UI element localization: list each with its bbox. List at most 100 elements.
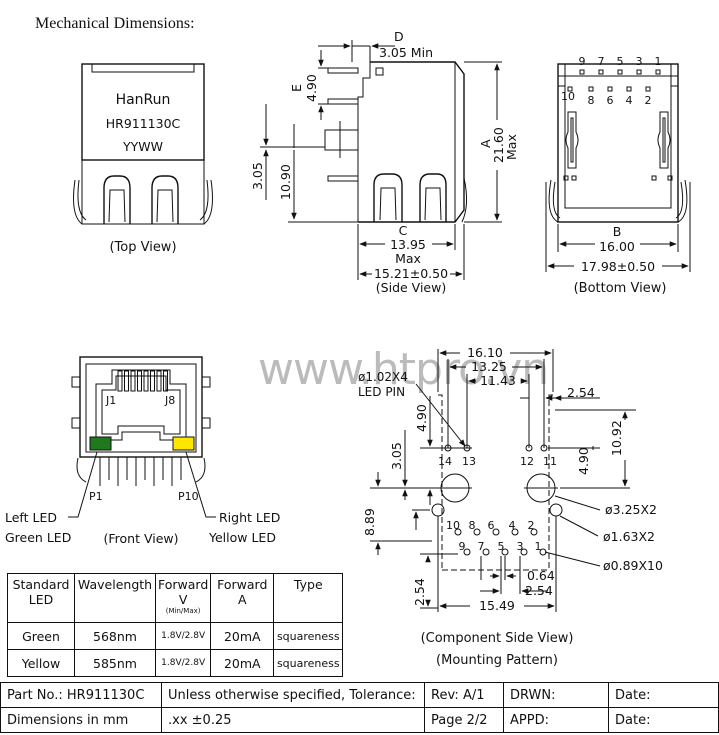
hole-089: ø0.89X10 [603,558,663,573]
jack-contact [117,370,123,392]
top-view: HanRun HR911130C YYWW (Top View) [73,63,213,255]
jack-contact [143,370,149,392]
cell-current: 20mA [210,649,275,677]
bottom-overall: 17.98±0.50 [581,259,655,274]
pin-hole [492,528,500,536]
mount-ledpin2: LED PIN [358,385,405,399]
mount-1549: 15.49 [479,598,515,613]
mounting-pattern: 16.10 13.25 11.43 ø1.02X4 LED PIN 2.54 4… [358,345,663,668]
mount-254-left: 2.54 [412,578,427,606]
side-caption: (Side View) [376,280,446,295]
side-a-max: Max [504,134,519,160]
page-number: Page 2/2 [424,707,504,733]
date-drawn: Date: [608,682,719,708]
row1-2: 2 [528,519,535,532]
mount-305: 3.05 [389,442,404,470]
led-pin-11: 11 [543,455,557,468]
mount-1610: 16.10 [467,345,503,360]
pin-hole [482,548,490,556]
mount-caption2: (Mounting Pattern) [436,653,558,668]
bottom-pin-8: 8 [588,94,595,107]
side-305: 3.05 [250,162,265,190]
pin-hole [454,528,462,536]
mount-254-top: 2.54 [567,385,595,400]
mount-889: 8.89 [362,508,377,536]
mount-490-right: 4.90 [576,447,591,475]
bottom-pin-2: 2 [645,94,652,107]
cell-type: squareness [273,622,344,650]
table-row: Yellow 585nm 1.8V/2.8V 20mA squareness [7,649,344,677]
jack-contact [137,370,142,392]
bottom-b-label: B [613,224,622,239]
row2-9: 9 [459,540,466,553]
side-d-label: D [394,29,404,44]
front-j8: J8 [164,394,175,407]
bottom-pin-6: 6 [607,94,614,107]
bottom-pin-3: 3 [636,55,643,68]
hole-325: ø3.25X2 [605,502,657,517]
mount-254-bottom: 2.54 [525,583,553,598]
front-view: J1 J8 P1 P10 Left LED Green LED Right LE… [5,356,280,546]
side-e-label: E [289,84,304,92]
row2-5: 5 [498,540,505,553]
approved-by: APPD: [503,707,609,733]
green-led [89,436,112,451]
bottom-b-value: 16.00 [599,239,635,254]
hdr-wavelength: Wavelength [74,573,156,623]
mount-caption1: (Component Side View) [421,631,574,646]
row2-7: 7 [478,540,485,553]
sheet-heading: Mechanical Dimensions: [35,15,195,32]
jack-contact [130,370,136,392]
tolerance-value: .xx ±0.25 [161,707,425,733]
cell-voltage: 1.8V/2.8V [154,649,212,677]
row1-6: 6 [488,519,495,532]
pin-hole [463,548,471,556]
bottom-pin-5: 5 [617,55,624,68]
pin-hole [520,548,528,556]
cell-type: squareness [273,649,344,677]
bottom-pin-7: 7 [598,55,605,68]
cell-wavelength: 568nm [74,622,156,650]
hdr-type: Type [273,573,344,623]
side-c-max: Max [395,251,421,266]
row2-1: 1 [535,540,542,553]
row1-4: 4 [509,519,516,532]
row1-10: 10 [446,519,460,532]
front-p1: P1 [89,490,103,503]
cell-current: 20mA [210,622,275,650]
front-j1: J1 [105,394,116,407]
front-caption: (Front View) [103,531,178,546]
side-a-label: A [478,139,493,148]
bottom-pin-9: 9 [579,55,586,68]
bottom-view: 9 7 5 3 1 10 8 6 4 2 B 16.00 17.98±0.50 … [545,55,691,296]
right-led-color: Yellow LED [208,530,276,545]
led-pin-13: 13 [462,455,476,468]
top-view-brand: HanRun [116,92,171,108]
watermark: www.htpro.vn [258,344,548,395]
bottom-pin-4: 4 [626,94,633,107]
right-led-label: Right LED [219,510,280,525]
side-c-value: 13.95 [390,237,426,252]
revision: Rev: A/1 [424,682,504,708]
drawn-by: DRWN: [503,682,609,708]
led-pin-12: 12 [520,455,534,468]
jack-contact [156,370,162,392]
bottom-pin-1: 1 [655,55,662,68]
mount-1092: 10.92 [609,420,624,456]
mount-064: 0.64 [527,568,555,583]
pin-hole [511,528,519,536]
side-a-value: 21.60 [491,127,506,163]
row2-3: 3 [517,540,524,553]
pin-hole [473,528,481,536]
cell-color: Yellow [7,649,75,677]
jack-contact [150,370,155,392]
side-overall: 15.21±0.50 [374,266,448,281]
units: Dimensions in mm [0,707,162,733]
yellow-led [172,436,195,451]
jack-contact [163,370,168,392]
